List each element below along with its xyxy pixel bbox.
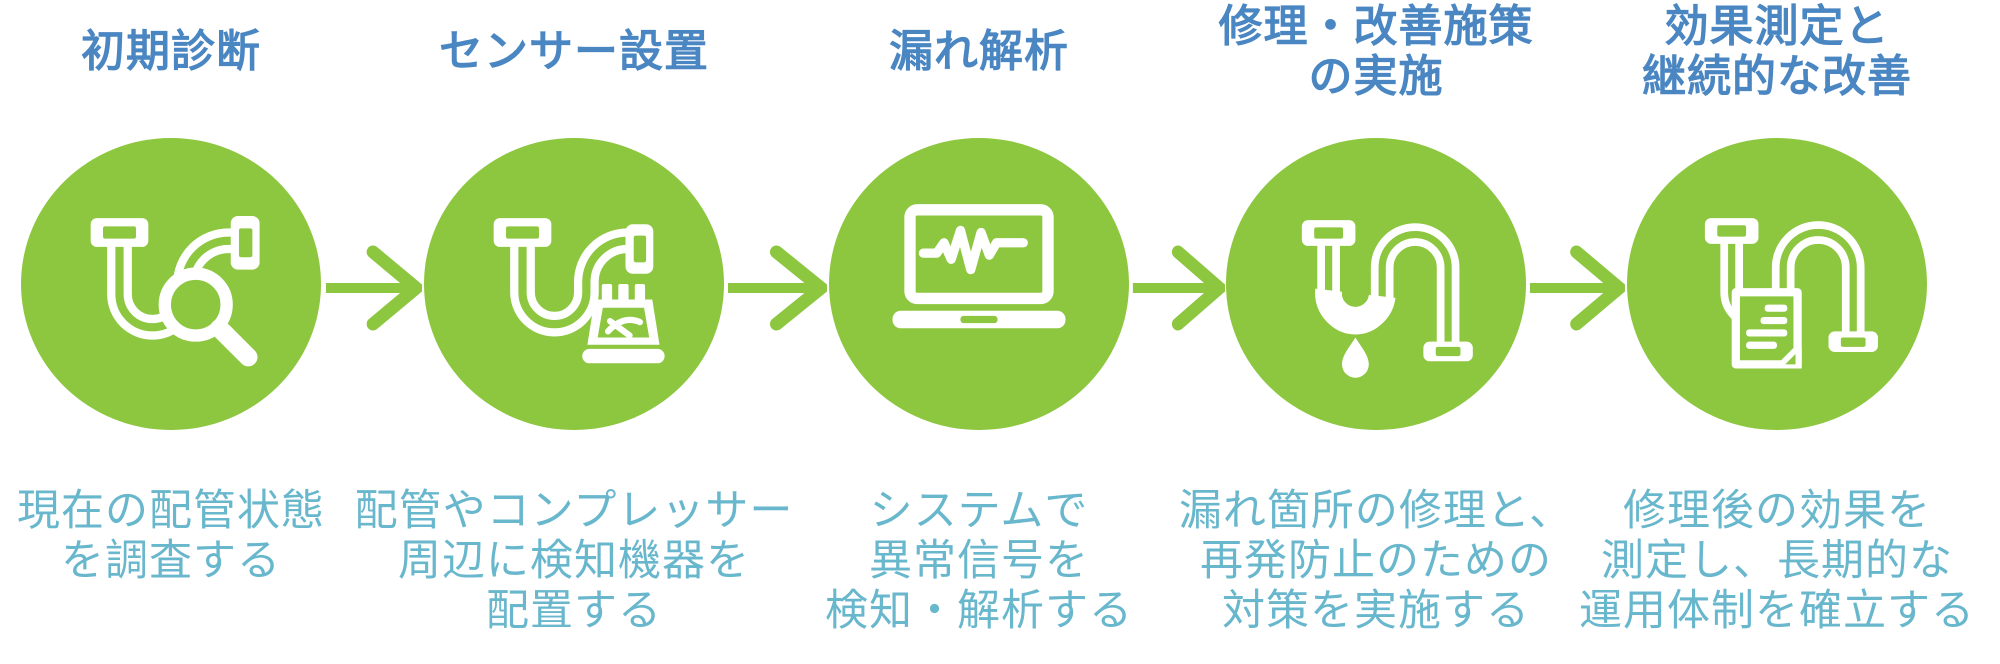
- pipe-report-document-icon: [1704, 218, 1878, 369]
- step-description: 現在の配管状態 を調査する: [17, 487, 325, 585]
- step-sensor-installation: センサー設置 配管やコンプレッサー 周辺に検知機器を 配置する: [354, 0, 794, 664]
- step-circle: [829, 138, 1129, 430]
- arrow-right-glyph: [1132, 245, 1225, 331]
- step-circle: [1627, 138, 1927, 430]
- step-title: 初期診断: [81, 27, 261, 76]
- arrow-right-icon: [1528, 244, 1625, 332]
- step-description: 配管やコンプレッサー 周辺に検知機器を 配置する: [354, 487, 794, 635]
- pipe-sensor-icon: [493, 218, 665, 364]
- step-leak-analysis: 漏れ解析 システムで 異常信号を 検知・解析する: [779, 0, 1179, 664]
- step-title: 効果測定と 継続的な改善: [1642, 2, 1912, 101]
- step-initial-diagnosis: 初期診断 現在の配管状態 を調査する: [6, 0, 336, 664]
- step-effect-measurement: 効果測定と 継続的な改善 修理後の効果を 測定し、長期的な 運用体制を確立する: [1563, 0, 1991, 664]
- arrow-right-glyph: [728, 245, 827, 331]
- step-title: センサー設置: [439, 27, 709, 76]
- arrow-right-icon: [1131, 244, 1225, 332]
- arrow-right-glyph: [1529, 245, 1625, 331]
- arrow-right-icon: [726, 244, 827, 332]
- arrow-right-icon: [324, 244, 422, 332]
- arrow-right-glyph: [325, 245, 422, 331]
- pipe-magnifier-icon: [90, 216, 260, 367]
- laptop-waveform-icon: [892, 204, 1066, 329]
- leaking-pipe-droplet-icon: [1301, 220, 1473, 378]
- step-description: システムで 異常信号を 検知・解析する: [825, 487, 1133, 635]
- step-circle: [424, 138, 724, 430]
- step-description: 漏れ箇所の修理と、 再発防止のための 対策を実施する: [1178, 487, 1574, 635]
- step-title: 修理・改善施策 の実施: [1218, 2, 1534, 101]
- step-circle: [21, 138, 321, 430]
- step-circle: [1226, 138, 1526, 430]
- step-title: 漏れ解析: [889, 27, 1069, 76]
- step-repair-improvement: 修理・改善施策 の実施 漏れ箇所の修理と、 再発防止のための 対策を実施する: [1156, 0, 1596, 664]
- step-description: 修理後の効果を 測定し、長期的な 運用体制を確立する: [1579, 487, 1975, 635]
